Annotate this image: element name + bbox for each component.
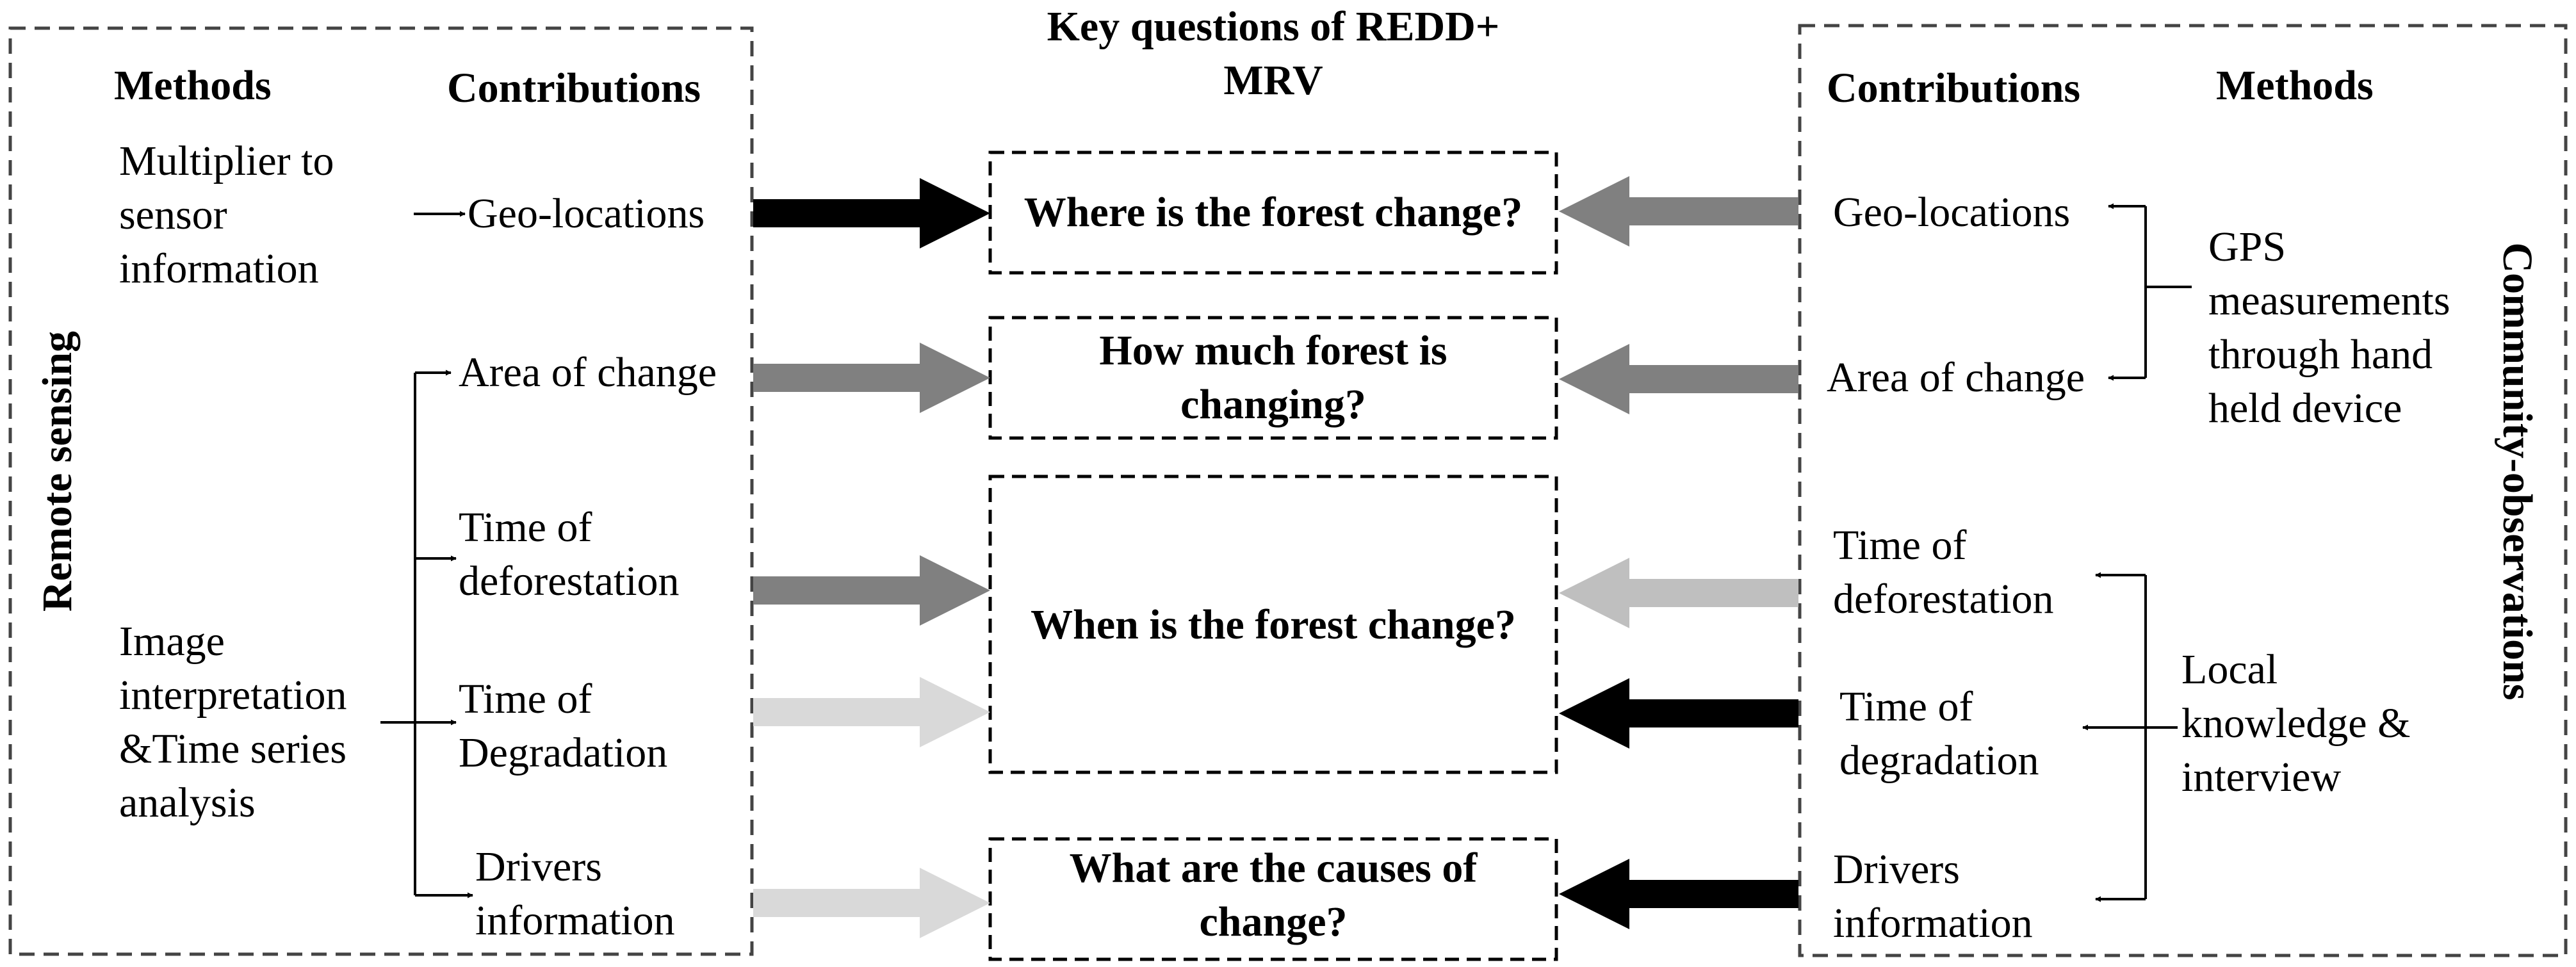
arrow-area-to-how-much bbox=[753, 343, 990, 413]
method-image-interpretation: Image interpretation &Time series analys… bbox=[119, 618, 347, 826]
question-box-where bbox=[988, 150, 1558, 275]
method-multiplier-sensor: Multiplier to sensor information bbox=[119, 138, 334, 292]
arrow-community-geo-to-where bbox=[1559, 176, 1798, 247]
community-observations-panel bbox=[1798, 24, 2568, 957]
left-contribution-drivers-information: Drivers information bbox=[475, 843, 675, 944]
question-how-much: How much forest is changing? bbox=[1099, 327, 1447, 428]
right-contribution-time-of-degradation: Time of degradation bbox=[1839, 683, 2039, 784]
question-box-when bbox=[988, 475, 1558, 774]
question-where: Where is the forest change? bbox=[1023, 189, 1523, 236]
left-contribution-time-of-deforestation: Time of deforestation bbox=[459, 504, 680, 605]
arrow-degradation-to-when bbox=[753, 677, 990, 747]
right-contribution-area-of-change: Area of change bbox=[1827, 354, 2085, 401]
left-methods-header: Methods bbox=[114, 62, 272, 109]
arrow-community-drivers-to-causes bbox=[1559, 859, 1798, 929]
arrow-drivers-to-causes bbox=[753, 868, 990, 938]
left-contribution-area-of-change: Area of change bbox=[459, 349, 717, 396]
arrow-community-area-to-how-much bbox=[1559, 344, 1798, 414]
right-contributions-header: Contributions bbox=[1827, 65, 2081, 111]
right-contribution-geo-locations: Geo-locations bbox=[1833, 189, 2071, 236]
right-contribution-drivers-information: Drivers information bbox=[1833, 846, 2033, 947]
arrow-community-degradation-to-when bbox=[1559, 678, 1798, 749]
arrow-geo-to-where bbox=[753, 178, 990, 248]
left-contribution-time-of-degradation: Time of Degradation bbox=[459, 676, 668, 776]
arrow-community-deforestation-to-when bbox=[1559, 558, 1798, 628]
left-contribution-geo-locations: Geo-locations bbox=[468, 190, 705, 237]
left-contributions-header: Contributions bbox=[447, 65, 701, 111]
question-causes: What are the causes of change? bbox=[1069, 845, 1478, 945]
method-gps-measurements: GPS measurements through hand held devic… bbox=[2208, 223, 2450, 432]
remote-sensing-label: Remote sensing bbox=[34, 330, 81, 612]
community-observations-label: Community-observations bbox=[2494, 242, 2541, 701]
right-methods-header: Methods bbox=[2216, 62, 2374, 109]
diagram-title: Key questions of REDD+ MRV bbox=[1047, 3, 1500, 104]
remote-sensing-panel bbox=[8, 26, 754, 956]
question-when: When is the forest change? bbox=[1031, 601, 1516, 648]
arrow-deforestation-to-when bbox=[753, 555, 990, 626]
question-box-causes bbox=[988, 837, 1558, 961]
method-local-knowledge: Local knowledge & interview bbox=[2181, 646, 2411, 800]
right-contribution-time-of-deforestation: Time of deforestation bbox=[1833, 522, 2054, 622]
